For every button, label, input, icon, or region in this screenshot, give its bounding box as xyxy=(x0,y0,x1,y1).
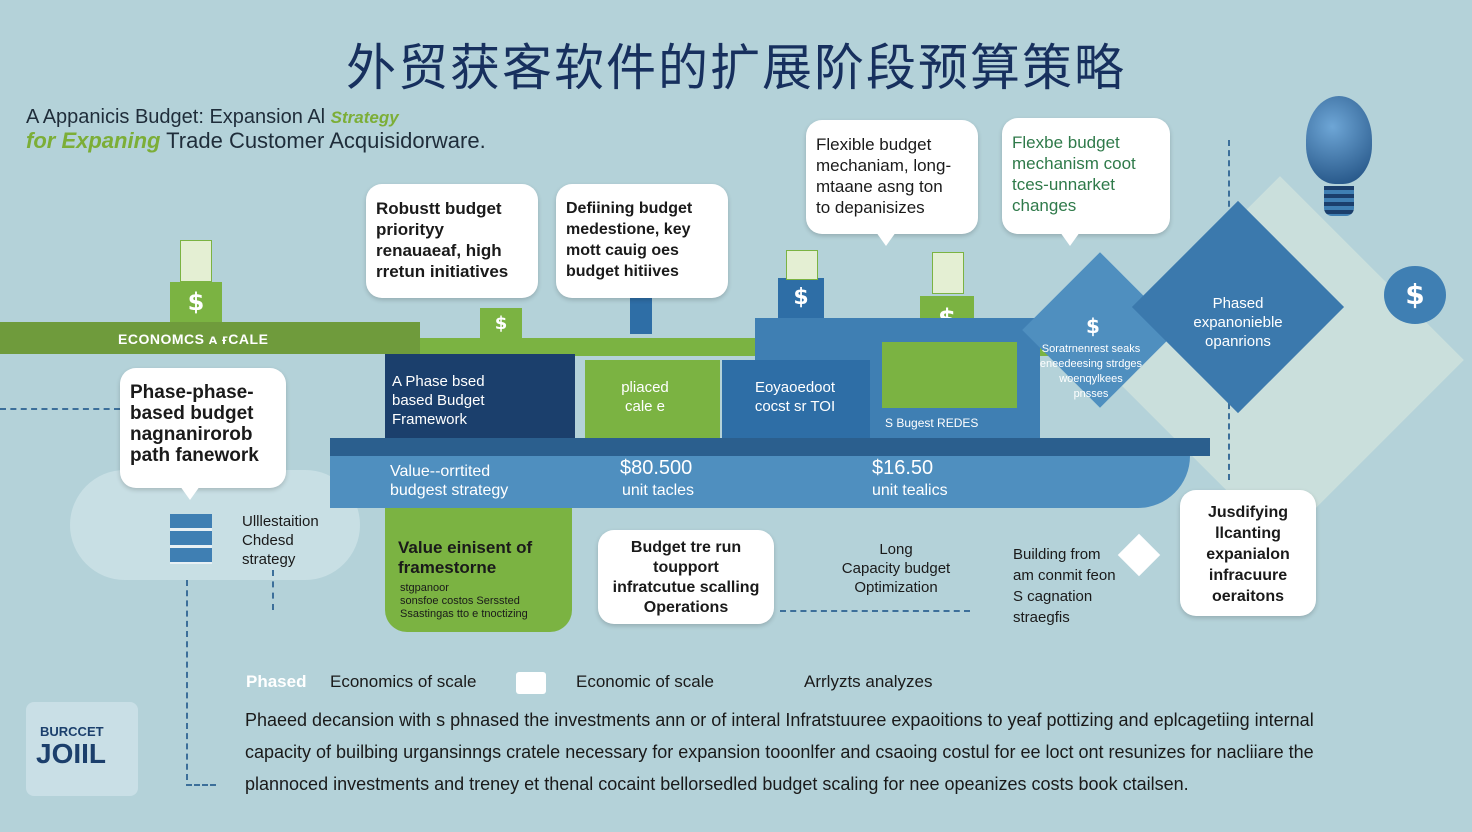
logo-main-text: JOIIL xyxy=(36,738,107,769)
callout-robust: Robustt budget priorityy renauaeaf, high… xyxy=(366,184,538,298)
footer-line-2: capacity of builbing urgansinngs cratele… xyxy=(245,742,1314,762)
subtitle-line-1: A Appanicis Budget: Expansion Al Strateg… xyxy=(26,106,399,129)
price-1-label: unit tacles xyxy=(622,482,695,499)
footer-line-3: plannoced investments and treney et then… xyxy=(245,774,1189,794)
guide-line-arrow-down xyxy=(272,570,274,610)
diamond-right-text: Phased expanonieble opanrions xyxy=(1193,295,1283,350)
callout-justifying: Jusdifying llcanting expanialon infracuu… xyxy=(1180,490,1316,616)
dollar-circle-icon: $ xyxy=(1384,266,1446,324)
dollar-icon-diamond: $ xyxy=(1086,314,1100,338)
phased-scale-text: pliaced cale e xyxy=(621,379,669,415)
building-text: Building from am conmit feon S cagnation… xyxy=(1013,546,1116,626)
dollar-icon-3: $ xyxy=(778,278,824,318)
long-capacity-text: Long Capacity budget Optimization xyxy=(841,541,951,596)
value-eminent-small: stgpanoor sonsfoe costos Serssted Ssasti… xyxy=(400,582,528,620)
page-title: 外贸获客软件的扩展阶段预算策略 xyxy=(346,39,1126,97)
ulitestation-text: Ulllestaition Chdesd strategy xyxy=(242,513,319,568)
budget-logo xyxy=(26,702,138,796)
legend-analyzes: Arrlyzts analyzes xyxy=(804,672,933,691)
cost-roi-box xyxy=(722,360,870,438)
legend-economics-2: Economic of scale xyxy=(576,672,714,691)
logo-top-text: BURCCET xyxy=(40,724,104,739)
cost-roi-text: Eoyaoedoot cocst sr TOI xyxy=(754,379,836,415)
callout-budget-tre: Budget tre run toupport infratcutue scal… xyxy=(598,530,774,624)
subtitle-highlight-strategy: Strategy xyxy=(330,108,399,127)
callout-flexbe-tail xyxy=(1060,232,1080,246)
blue-block-small xyxy=(630,298,652,334)
economies-label: ECONOMCS ᴀ ғCALE xyxy=(118,331,269,347)
value-eminent-box xyxy=(385,508,572,632)
s-budget-label: S Bugest REDES xyxy=(885,416,979,430)
callout-phase: Phase-phase- based budget nagnanirorob p… xyxy=(120,368,286,488)
server-stack-1 xyxy=(180,240,212,282)
value-oriented-text: Value--orrtited budgest strategy xyxy=(390,463,509,499)
subtitle-line-2: for Expaning Trade Customer Acquisidorwa… xyxy=(26,128,486,154)
lightbulb-base xyxy=(1324,186,1354,216)
callout-flexible-tail xyxy=(876,232,896,246)
phase-framework-box xyxy=(385,354,575,438)
price-1: $80.500 xyxy=(620,457,693,479)
legend-phased: Phased xyxy=(246,672,307,691)
diamond-left-text: Soratrnenrest seaks eneedeesing strdges … xyxy=(1039,343,1143,400)
value-band xyxy=(330,456,1190,508)
doc-stack-icon xyxy=(170,514,212,564)
subtitle-line-2-text: Trade Customer Acquisidorware. xyxy=(166,128,486,153)
phased-scale-box xyxy=(585,360,720,438)
guide-line-left xyxy=(0,408,120,410)
callout-flexible: Flexible budget mechaniam, long- mtaane … xyxy=(806,120,978,234)
lightbulb-icon xyxy=(1306,96,1372,184)
guide-line-bottom xyxy=(186,784,216,786)
dollar-icon-2: $ xyxy=(480,308,522,340)
value-eminent-text: Value einisent of framestorne xyxy=(398,538,533,577)
small-diamond-outline xyxy=(1117,533,1161,577)
callout-defining: Defiining budget medestione, key mott ca… xyxy=(556,184,728,298)
guide-line-vertical xyxy=(186,580,188,780)
green-upper-right-box xyxy=(882,342,1017,408)
price-2-label: unit tealics xyxy=(872,482,948,499)
callout-phase-tail xyxy=(180,486,200,500)
legend-economics-1: Economics of scale xyxy=(330,672,477,691)
server-stack-2 xyxy=(786,250,818,280)
server-stack-3 xyxy=(932,252,964,294)
economies-band xyxy=(0,322,420,354)
subtitle-highlight-expaning: for Expaning xyxy=(26,128,161,153)
dollar-icon-1: $ xyxy=(170,282,222,322)
guide-line-mid xyxy=(780,610,970,612)
footer-line-1: Phaeed decansion with s phnased the inve… xyxy=(245,710,1314,730)
subtitle-line-1-text: A Appanicis Budget: Expansion Al xyxy=(26,106,326,128)
value-band-base xyxy=(330,438,1210,456)
phase-framework-text: A Phase bsed based Budget Framework xyxy=(392,373,485,428)
cloud-decoration xyxy=(70,470,360,580)
callout-flexbe: Flexbe budget mechanism coot tces-unnark… xyxy=(1002,118,1170,234)
legend-speech-icon xyxy=(516,672,546,694)
price-2: $16.50 xyxy=(872,457,934,479)
